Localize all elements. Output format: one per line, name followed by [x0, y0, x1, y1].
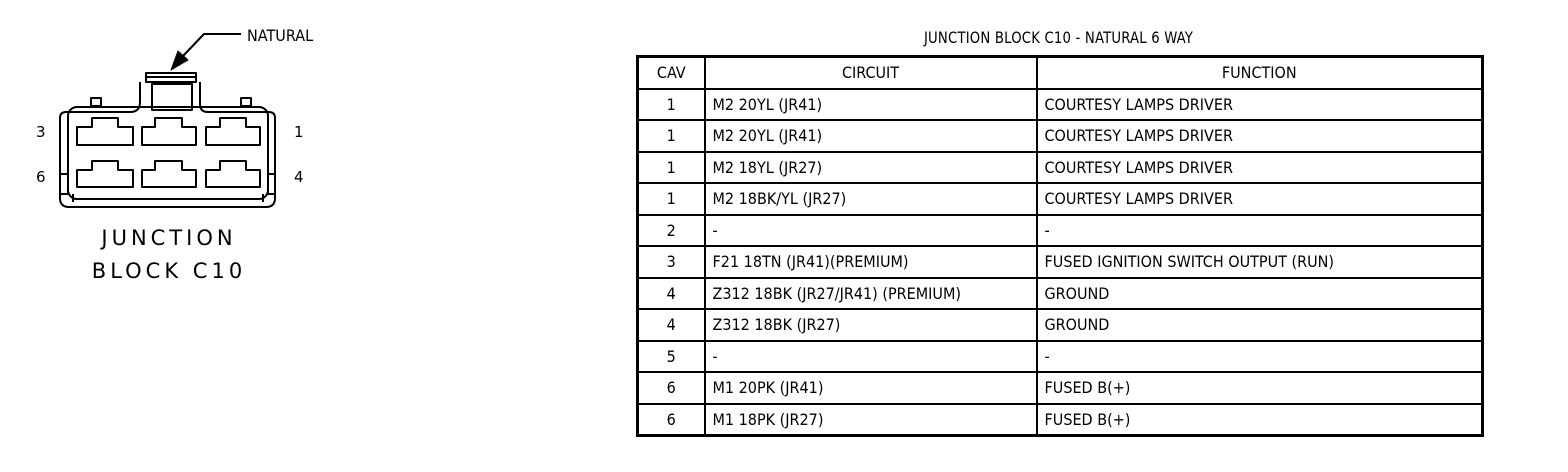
- function-cell: COURTESY LAMPS DRIVER: [1035, 119, 1484, 153]
- circuit-cell: Z312 18BK (JR27): [703, 308, 1038, 342]
- cavity-5: [141, 160, 197, 188]
- header-function: FUNCTION: [1035, 55, 1484, 90]
- table-title: JUNCTION BLOCK C10 - NATURAL 6 WAY: [923, 28, 1194, 47]
- pin-label-6: 6: [36, 168, 46, 186]
- circuit-cell: M1 20PK (JR41): [703, 371, 1038, 405]
- header-circuit: CIRCUIT: [703, 55, 1038, 90]
- circuit-cell: Z312 18BK (JR27/JR41) (PREMIUM): [703, 276, 1038, 310]
- function-cell: COURTESY LAMPS DRIVER: [1035, 87, 1484, 121]
- cav-cell: 1: [636, 119, 706, 153]
- natural-color-label: NATURAL: [247, 26, 314, 45]
- cavity-2: [141, 117, 197, 146]
- cav-cell: 1: [636, 182, 706, 216]
- pin-label-1: 1: [294, 123, 304, 141]
- circuit-cell: -: [703, 213, 1038, 247]
- connector-name-line2: BLOCK C10: [92, 259, 246, 283]
- table-row: 6 M1 18PK (JR27) FUSED B(+): [636, 402, 1484, 437]
- table-row: 4 Z312 18BK (JR27/JR41) (PREMIUM) GROUND: [636, 276, 1484, 310]
- function-cell: COURTESY LAMPS DRIVER: [1035, 182, 1484, 216]
- function-cell: FUSED IGNITION SWITCH OUTPUT (RUN): [1035, 245, 1484, 279]
- cav-cell: 1: [636, 150, 706, 184]
- circuit-cell: -: [703, 339, 1038, 373]
- right-key: [267, 173, 275, 195]
- cav-cell: 6: [636, 402, 706, 437]
- right-tab: [240, 97, 252, 107]
- function-cell: FUSED B(+): [1035, 402, 1484, 437]
- pin-label-4: 4: [294, 168, 304, 186]
- left-key: [60, 173, 69, 195]
- function-cell: GROUND: [1035, 276, 1484, 310]
- table-row: 1 M2 18YL (JR27) COURTESY LAMPS DRIVER: [636, 150, 1484, 184]
- circuit-cell: M1 18PK (JR27): [703, 402, 1038, 437]
- circuit-cell: M2 20YL (JR41): [703, 87, 1038, 121]
- function-cell: GROUND: [1035, 308, 1484, 342]
- cavity-3: [76, 117, 134, 146]
- natural-arrowhead: [170, 50, 189, 71]
- table-row: 1 M2 18BK/YL (JR27) COURTESY LAMPS DRIVE…: [636, 182, 1484, 216]
- table-row: 5 - -: [636, 339, 1484, 373]
- cavity-1: [205, 117, 261, 146]
- circuit-cell: M2 18YL (JR27): [703, 150, 1038, 184]
- pin-label-3: 3: [36, 123, 46, 141]
- circuit-cell: F21 18TN (JR41)(PREMIUM): [703, 245, 1038, 279]
- table-row: 2 - -: [636, 213, 1484, 247]
- cavity-4: [205, 160, 261, 188]
- function-cell: -: [1035, 213, 1484, 247]
- table-row: 1 M2 20YL (JR41) COURTESY LAMPS DRIVER: [636, 87, 1484, 121]
- table-row: 6 M1 20PK (JR41) FUSED B(+): [636, 371, 1484, 405]
- function-cell: COURTESY LAMPS DRIVER: [1035, 150, 1484, 184]
- connector-diagram: NATURAL 3 1 6 4 JUNCTION BLOCK C10: [36, 26, 314, 283]
- cav-cell: 5: [636, 339, 706, 373]
- connector-outer-shell: [59, 82, 276, 208]
- table-row: 3 F21 18TN (JR41)(PREMIUM) FUSED IGNITIO…: [636, 245, 1484, 279]
- cav-cell: 4: [636, 276, 706, 310]
- circuit-cell: M2 20YL (JR41): [703, 119, 1038, 153]
- connector-name-line1: JUNCTION: [99, 226, 236, 250]
- table-header-row: CAV CIRCUIT FUNCTION: [636, 55, 1484, 90]
- cav-cell: 3: [636, 245, 706, 279]
- table-row: 4 Z312 18BK (JR27) GROUND: [636, 308, 1484, 342]
- circuit-cell: M2 18BK/YL (JR27): [703, 182, 1038, 216]
- cav-cell: 4: [636, 308, 706, 342]
- natural-leader-line: [182, 33, 241, 57]
- cavity-6: [76, 160, 134, 188]
- cav-cell: 2: [636, 213, 706, 247]
- cav-cell: 6: [636, 371, 706, 405]
- function-cell: -: [1035, 339, 1484, 373]
- left-tab: [90, 97, 102, 107]
- header-cav: CAV: [636, 55, 706, 90]
- connector-latch: [145, 72, 197, 111]
- connector-inner-face: [67, 106, 269, 200]
- function-cell: FUSED B(+): [1035, 371, 1484, 405]
- cav-cell: 1: [636, 87, 706, 121]
- table-row: 1 M2 20YL (JR41) COURTESY LAMPS DRIVER: [636, 119, 1484, 153]
- pinout-table: CAV CIRCUIT FUNCTION 1 M2 20YL (JR41) CO…: [636, 55, 1484, 437]
